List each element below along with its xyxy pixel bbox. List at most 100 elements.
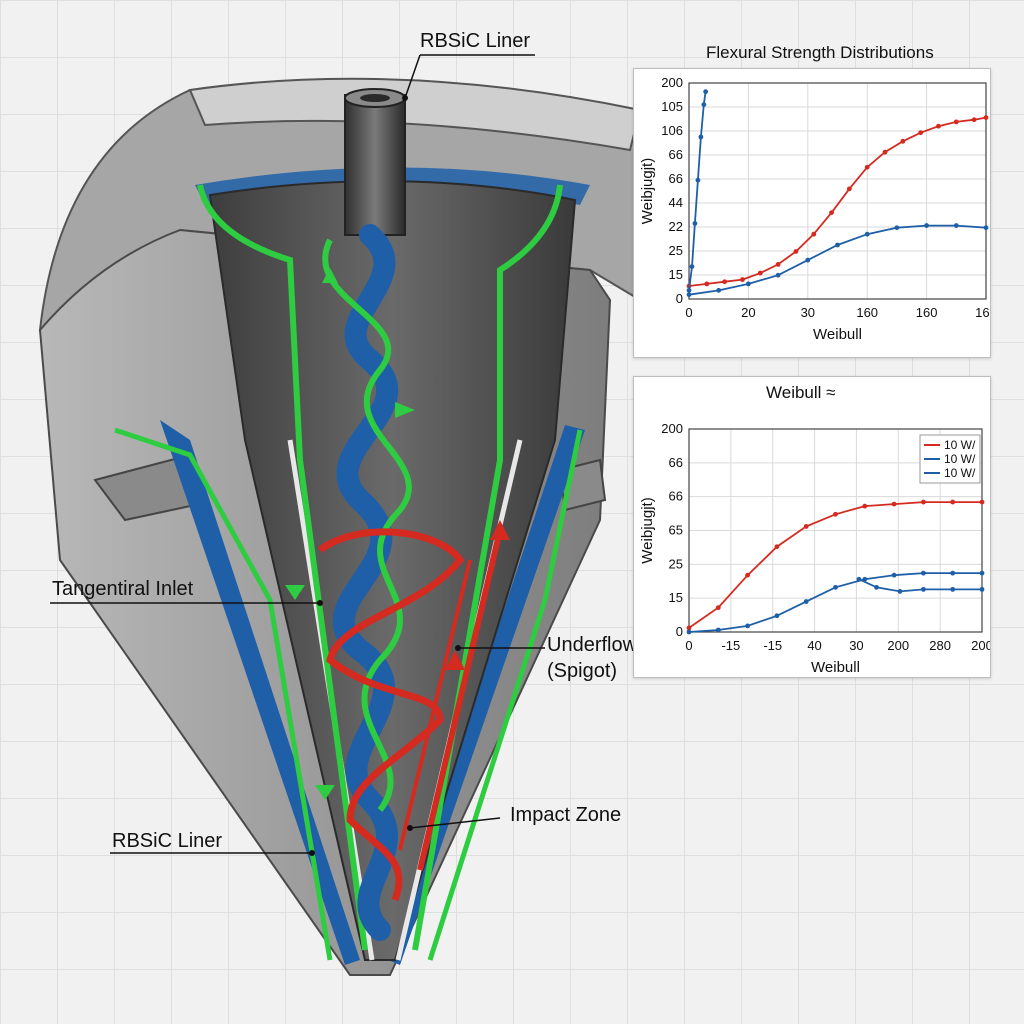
leader-impact [409, 817, 501, 829]
y-tick-label: 106 [661, 123, 683, 138]
data-point [716, 287, 722, 293]
data-point [953, 119, 959, 125]
data-point [979, 499, 985, 505]
x-tick-label: 40 [807, 638, 821, 653]
y-tick-label: 0 [676, 624, 683, 639]
y-tick-label: 200 [661, 421, 683, 436]
x-tick-label: 160 [916, 305, 938, 320]
data-point [918, 130, 924, 136]
legend-label: 10 W/ [944, 438, 976, 452]
data-point [936, 123, 941, 129]
data-point [979, 586, 985, 592]
x-tick-label: 0 [685, 638, 692, 653]
y-tick-label: 66 [669, 489, 683, 504]
data-point [833, 584, 838, 590]
green-flow-left [197, 184, 368, 951]
red-flow-right [417, 529, 503, 871]
y-tick-label: 0 [676, 291, 683, 306]
data-point [811, 231, 817, 237]
label-rbsic-liner-top: RBSiC Liner [420, 30, 531, 52]
flow-arrow [445, 650, 465, 670]
data-point [953, 223, 959, 228]
series-line-2 [688, 91, 707, 291]
data-point [698, 134, 704, 140]
plot-frame [688, 428, 983, 633]
blue-spiral [332, 224, 399, 941]
data-point [833, 511, 838, 517]
flow-arrow [285, 585, 305, 600]
data-point [983, 115, 989, 120]
flow-arrow [490, 520, 510, 540]
y-tick-label: 66 [669, 455, 683, 470]
y-tick-label: 105 [661, 99, 683, 114]
data-point [921, 586, 926, 592]
red-spiral [317, 528, 465, 902]
x-tick-label: 0 [685, 305, 692, 320]
x-tick-label: -15 [721, 638, 740, 653]
data-point [971, 117, 977, 123]
x-tick-label: 30 [801, 305, 815, 320]
y-tick-label: 22 [669, 219, 683, 234]
data-point [686, 292, 692, 298]
data-point [692, 221, 698, 226]
y-axis-label: Weibjugjt) [639, 497, 656, 563]
chart-2-title: Weibull ≈ [766, 383, 836, 402]
data-point [864, 164, 870, 170]
data-point [757, 270, 763, 276]
data-point [891, 572, 897, 578]
green-flow-right [412, 184, 563, 951]
data-point [686, 625, 692, 631]
y-tick-label: 44 [669, 195, 683, 210]
legend-label: 10 W/ [944, 452, 976, 466]
x-tick-label: 200 [887, 638, 909, 653]
data-point [704, 281, 710, 287]
red-flow-inner [398, 559, 472, 851]
data-point [979, 570, 985, 576]
data-point [950, 586, 956, 592]
y-tick-label: 15 [669, 267, 683, 282]
data-point [774, 544, 780, 550]
series-line-1 [688, 224, 987, 296]
data-point [686, 629, 692, 635]
x-tick-label: 160 [856, 305, 878, 320]
x-tick-label: 200 [971, 638, 990, 653]
x-axis-label: Weibull [811, 659, 860, 676]
chart-1-plot: 020301601601602001051066666442225150Weib… [639, 75, 990, 343]
data-point [894, 225, 900, 231]
chart-1-title: Flexural Strength Distributions [706, 43, 934, 62]
data-point [803, 524, 809, 529]
data-point [983, 225, 989, 231]
data-point [897, 589, 903, 594]
y-tick-label: 25 [669, 243, 683, 258]
inner-chamber [208, 180, 577, 961]
x-tick-label: 30 [849, 638, 863, 653]
flow-arrow [315, 785, 335, 800]
data-point [829, 210, 834, 216]
series-line-1 [688, 572, 982, 633]
data-point [775, 262, 781, 267]
data-point [746, 281, 751, 287]
green-flow-outer-right [427, 429, 583, 961]
data-point [695, 177, 701, 183]
data-point [891, 501, 897, 507]
data-point [774, 613, 780, 619]
data-point [950, 570, 956, 576]
data-point [689, 264, 695, 269]
x-tick-label: 280 [929, 638, 951, 653]
y-tick-label: 66 [669, 147, 683, 162]
data-point [715, 627, 721, 633]
data-point [846, 186, 852, 192]
y-tick-label: 200 [661, 75, 683, 90]
label-spigot: (Spigot) [547, 660, 618, 682]
data-point [775, 272, 781, 278]
x-tick-label: 160 [975, 305, 990, 320]
data-point [745, 572, 750, 578]
data-point [835, 242, 840, 248]
series-line-0 [688, 116, 987, 287]
legend-label: 10 W/ [944, 466, 976, 480]
x-tick-label: -15 [763, 638, 782, 653]
series-line-0 [688, 501, 982, 629]
flow-arrow [322, 268, 338, 283]
x-tick-label: 20 [741, 305, 755, 320]
chart-panel-1: Flexural Strength Distributions 0 20 30 160… [633, 43, 991, 358]
